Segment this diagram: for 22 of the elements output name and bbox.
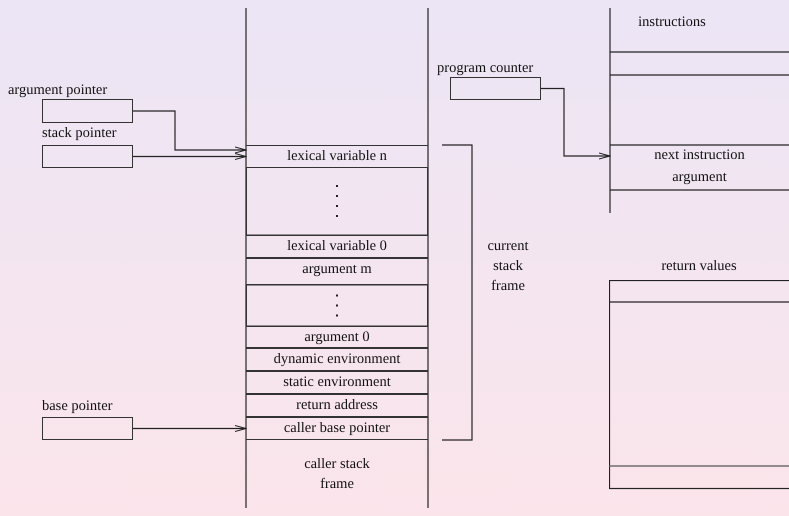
bracket-label: current stack frame bbox=[486, 237, 530, 296]
stack-cell: lexical variable 0 bbox=[246, 235, 428, 258]
stack-cell: argument m bbox=[246, 258, 428, 285]
stack-cell: caller base pointer bbox=[246, 417, 428, 440]
arrow bbox=[541, 88, 610, 160]
register-label: program counter bbox=[437, 60, 534, 76]
stack-cell: argument 0 bbox=[246, 326, 428, 348]
register-label: argument pointer bbox=[8, 82, 108, 98]
arrow bbox=[133, 425, 246, 432]
arrow bbox=[133, 153, 246, 160]
region-label: return values bbox=[660, 258, 738, 274]
stack-cell: return address bbox=[246, 394, 428, 417]
memory-cell: next instruction bbox=[610, 145, 789, 167]
stack-cell: static environment bbox=[246, 371, 428, 394]
region-label: caller stack frame bbox=[303, 455, 371, 494]
stack-cell: lexical variable n bbox=[246, 145, 428, 168]
arrow bbox=[133, 110, 246, 154]
memory-cell: argument bbox=[610, 167, 789, 190]
register-label: base pointer bbox=[42, 398, 112, 414]
column-label: instructions bbox=[637, 13, 707, 32]
register-label: stack pointer bbox=[42, 125, 116, 141]
stack-cell: dynamic environment bbox=[246, 348, 428, 371]
